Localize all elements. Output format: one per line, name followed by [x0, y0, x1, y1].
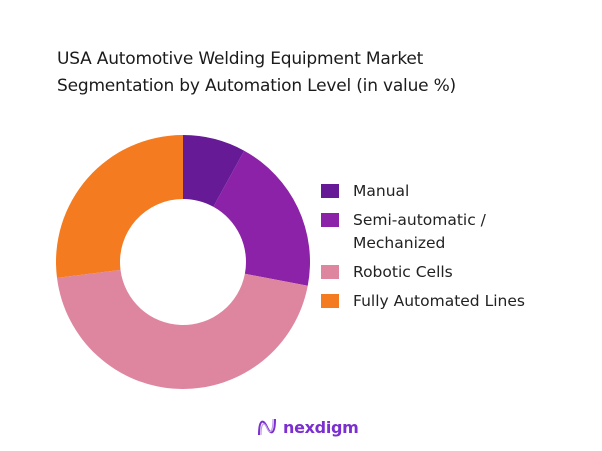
chart-title: USA Automotive Welding Equipment Market …	[57, 46, 456, 100]
legend-swatch	[321, 213, 339, 227]
legend-label: Fully Automated Lines	[353, 292, 525, 310]
legend-label: Manual	[353, 182, 410, 200]
chart-title-line-2: Segmentation by Automation Level (in val…	[57, 76, 456, 96]
legend-item: Fully Automated Lines	[321, 290, 543, 313]
nexdigm-logo: nexdigm	[256, 416, 359, 438]
donut-slice-fully-automated-lines	[56, 135, 183, 278]
donut-slice-semi-automatic-mechanized	[213, 150, 310, 286]
donut-chart	[56, 135, 310, 389]
legend-item: Semi-automatic / Mechanized	[321, 209, 543, 255]
donut-slice-robotic-cells	[57, 269, 308, 389]
chart-title-line-1: USA Automotive Welding Equipment Market	[57, 49, 424, 69]
legend-label: Robotic Cells	[353, 263, 453, 281]
legend-label: Semi-automatic / Mechanized	[353, 211, 486, 252]
legend-item: Robotic Cells	[321, 261, 543, 284]
legend-swatch	[321, 184, 339, 198]
logo-text: nexdigm	[283, 417, 359, 437]
legend-swatch	[321, 265, 339, 279]
donut-slice-manual	[183, 135, 245, 207]
nexdigm-wave-icon	[258, 418, 276, 436]
legend-swatch	[321, 294, 339, 308]
legend-item: Manual	[321, 180, 543, 203]
